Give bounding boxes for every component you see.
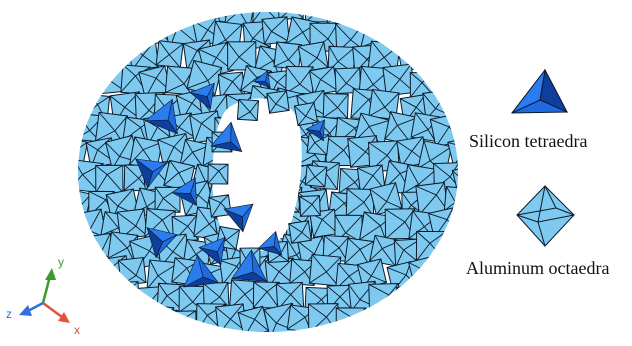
octahedron	[403, 307, 437, 341]
octahedron	[109, 0, 139, 22]
octahedron	[324, 0, 353, 24]
octahedron	[81, 0, 110, 27]
octahedron	[169, 311, 196, 338]
octahedron	[118, 258, 146, 286]
octahedron	[460, 19, 486, 45]
octahedron	[432, 258, 464, 290]
axis-triad: x y z	[6, 255, 80, 337]
y-axis-arrow-icon	[45, 268, 56, 280]
octahedron	[420, 279, 452, 311]
octahedron	[96, 303, 127, 334]
octahedron	[151, 0, 185, 26]
octahedron	[385, 307, 417, 339]
octahedron	[65, 92, 89, 116]
octahedron	[66, 45, 92, 71]
octahedron	[82, 284, 110, 312]
octahedron	[116, 15, 147, 46]
octahedron	[452, 164, 483, 195]
y-axis-label: y	[58, 255, 64, 269]
octahedron	[445, 0, 473, 27]
octahedron	[262, 17, 289, 44]
octahedron	[336, 308, 366, 338]
octahedron	[417, 0, 445, 23]
octahedron	[455, 304, 484, 333]
octahedron	[305, 0, 332, 22]
octahedron	[286, 66, 313, 93]
octahedron	[98, 22, 127, 51]
octahedron	[442, 281, 471, 310]
octahedron	[397, 284, 429, 316]
octahedron	[373, 0, 406, 28]
octahedron	[71, 71, 101, 101]
octahedron	[61, 0, 89, 24]
octahedron	[369, 284, 399, 314]
octahedron	[448, 43, 476, 71]
legend-label-silicon: Silicon tetraedra	[469, 131, 587, 152]
octahedron	[181, 0, 211, 23]
inner-octahedron	[289, 221, 312, 244]
octahedron	[67, 256, 100, 289]
octahedron	[228, 42, 256, 70]
octahedron	[274, 42, 301, 69]
octahedron	[82, 45, 112, 75]
inner-octahedron	[208, 164, 228, 184]
nanotube	[55, 0, 487, 341]
octahedron	[253, 282, 279, 308]
octahedron	[346, 189, 374, 217]
octahedron	[147, 305, 174, 332]
legend-label-aluminum: Aluminum octaedra	[466, 258, 609, 279]
octahedron	[59, 285, 89, 315]
z-axis-label: z	[6, 307, 12, 321]
octahedron	[459, 64, 488, 93]
octahedron	[430, 114, 463, 147]
octahedron	[433, 310, 461, 338]
octahedron	[411, 22, 439, 50]
octahedron	[393, 0, 424, 25]
octahedron	[96, 165, 123, 192]
octahedron	[449, 88, 477, 116]
octahedron	[116, 307, 149, 340]
octahedron	[76, 18, 104, 46]
y-axis-line	[43, 276, 50, 303]
octahedron	[156, 41, 183, 68]
legend-octahedron-icon	[517, 186, 574, 246]
octahedron	[112, 282, 139, 309]
octahedron	[278, 0, 303, 19]
octahedron	[383, 15, 413, 45]
octahedron	[453, 208, 484, 239]
octahedron	[132, 0, 162, 25]
octahedron	[363, 311, 393, 341]
octahedron	[435, 70, 463, 98]
octahedron	[427, 17, 459, 49]
octahedron	[308, 304, 338, 334]
inner-octahedron	[305, 165, 327, 187]
x-axis-label: x	[74, 323, 80, 337]
octahedron	[323, 93, 348, 118]
octahedron	[416, 231, 446, 261]
octahedron	[422, 46, 453, 77]
legend-tetrahedron-icon	[512, 70, 567, 113]
inner-octahedron	[267, 91, 289, 113]
inner-octahedron	[300, 196, 321, 217]
x-axis-arrow-icon	[58, 312, 70, 323]
inner-octahedron	[237, 99, 258, 120]
inner-octahedron	[294, 102, 317, 125]
octahedron	[344, 0, 379, 30]
